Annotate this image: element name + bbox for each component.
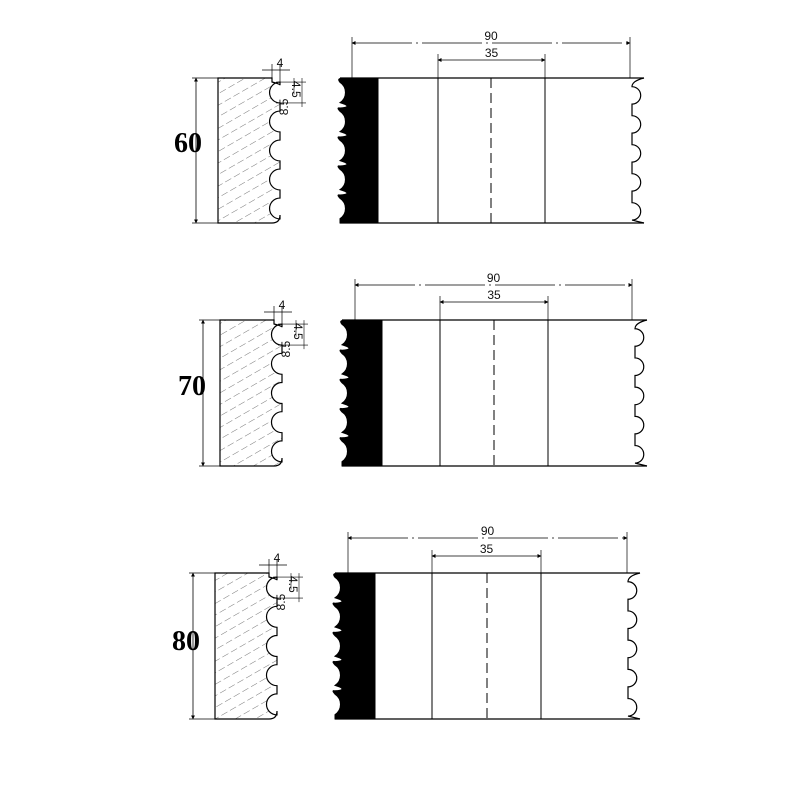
cutting-edge-black <box>332 572 376 720</box>
hatched-profile <box>219 319 283 467</box>
center-dimension-label: 35 <box>480 542 494 556</box>
height-label: 60 <box>174 128 202 159</box>
center-dimension-label: 35 <box>487 288 501 302</box>
right-scalloped-edge <box>627 572 641 720</box>
cutting-edge-black <box>339 319 383 467</box>
radius-dimension-label-small: 4.5 <box>291 323 305 340</box>
hatched-profile <box>214 572 278 720</box>
radius-dimension-label-small: 4.5 <box>286 576 300 593</box>
right-scalloped-edge <box>634 319 648 467</box>
width-dimension-label: 90 <box>481 524 495 538</box>
panel-80: 90 35 4 4.5 8.5 80 <box>172 524 641 720</box>
cutting-edge-black <box>337 77 379 224</box>
radius-dimension-label-small: 4.5 <box>289 81 303 98</box>
step-dimension-label: 4 <box>274 551 281 565</box>
height-label: 80 <box>172 626 200 657</box>
step-dimension-label: 4 <box>279 298 286 312</box>
height-label: 70 <box>178 371 206 402</box>
hatched-profile <box>217 77 281 224</box>
width-dimension-label: 90 <box>487 271 501 285</box>
width-dimension-label: 90 <box>484 29 498 43</box>
right-scalloped-edge <box>631 77 645 224</box>
center-dimension-label: 35 <box>485 46 499 60</box>
panel-70: 90 35 4 4.5 8.5 70 <box>178 271 648 467</box>
step-dimension-label: 4 <box>277 56 284 70</box>
panel-60: 90 35 4 4.5 8.5 60 <box>174 29 645 224</box>
